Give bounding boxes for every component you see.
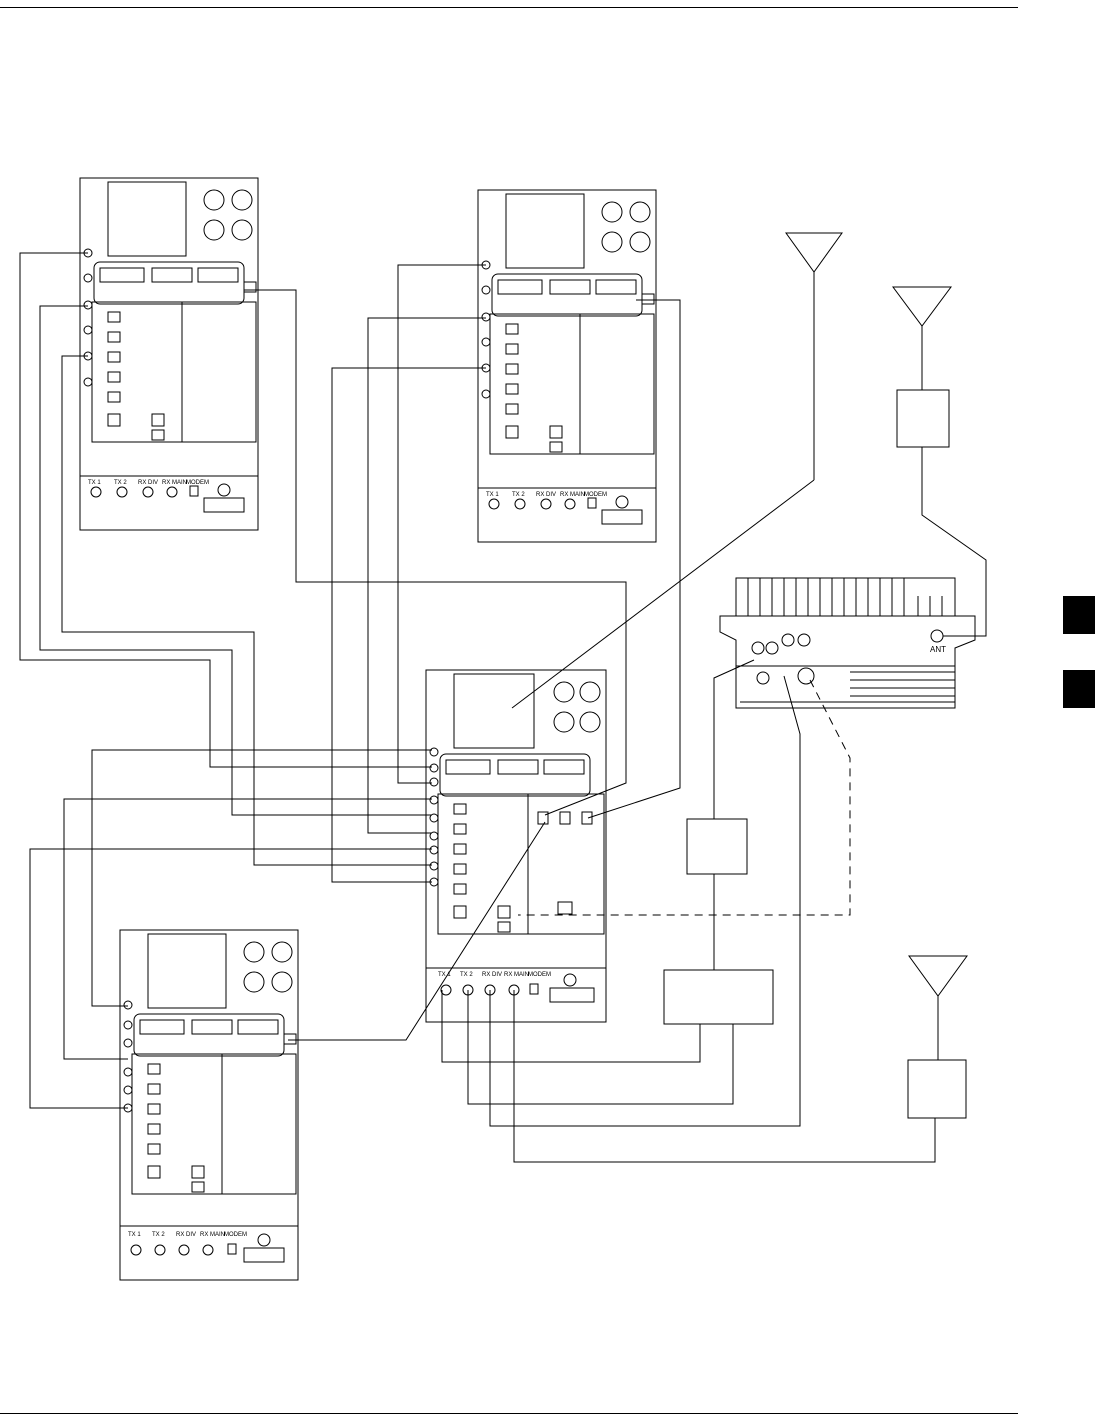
- conn-label-tx2: TX 2: [114, 480, 127, 486]
- conn-label-rx-div: RX DIV: [536, 492, 556, 498]
- antenna-2-icon: [893, 287, 951, 390]
- conn-label-rx-main: RX MAIN: [200, 1232, 225, 1238]
- box-antenna-2: [897, 390, 949, 447]
- conn-label-rx-div: RX DIV: [176, 1232, 196, 1238]
- conn-label-rx-div: RX DIV: [482, 972, 502, 978]
- conn-label-modem: MODEM: [186, 480, 209, 486]
- radio-heatsink-unit: ANT: [720, 578, 975, 708]
- antenna-1-icon: [786, 233, 842, 290]
- conn-label-modem: MODEM: [584, 492, 607, 498]
- box-large: [664, 970, 773, 1024]
- bts-unit-top-right: TX 1 TX 2 RX DIV RX MAIN MODEM: [478, 190, 656, 542]
- conn-label-rx-main: RX MAIN: [162, 480, 187, 486]
- conn-label-tx1: TX 1: [486, 492, 499, 498]
- conn-label-rx-main: RX MAIN: [504, 972, 529, 978]
- conn-label-tx2: TX 2: [512, 492, 525, 498]
- antenna-3-icon: [909, 956, 967, 1060]
- conn-label-tx1: TX 1: [128, 1232, 141, 1238]
- ant-label: ANT: [930, 645, 946, 654]
- conn-label-modem: MODEM: [528, 972, 551, 978]
- bts-unit-top-left: TX 1 TX 2 RX DIV RX MAIN MODEM: [80, 178, 258, 530]
- box-mid: [687, 819, 747, 874]
- bts-unit-center: TX 1 TX 2 RX DIV RX MAIN MODEM: [426, 670, 606, 1022]
- conn-label-rx-main: RX MAIN: [560, 492, 585, 498]
- conn-label-rx-div: RX DIV: [138, 480, 158, 486]
- conn-label-tx2: TX 2: [152, 1232, 165, 1238]
- conn-label-modem: MODEM: [224, 1232, 247, 1238]
- conn-label-tx2: TX 2: [460, 972, 473, 978]
- box-antenna-3: [908, 1060, 966, 1118]
- conn-label-tx1: TX 1: [88, 480, 101, 486]
- bts-unit-bottom-left: TX 1 TX 2 RX DIV RX MAIN MODEM: [120, 930, 298, 1280]
